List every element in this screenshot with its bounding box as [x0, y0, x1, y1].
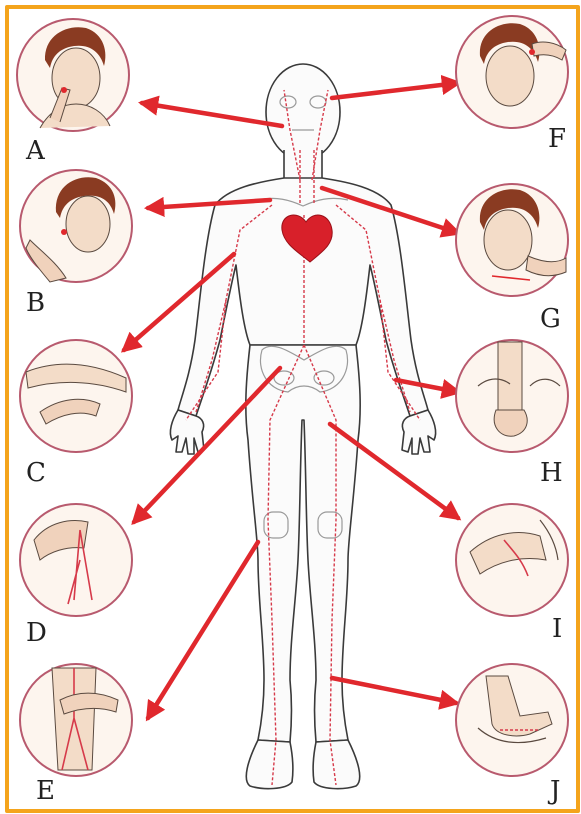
arrow-e — [148, 542, 258, 718]
label-e: E — [36, 778, 55, 804]
label-h: H — [540, 460, 563, 486]
vignette-a-facial-pulse — [17, 19, 129, 131]
label-f: F — [548, 126, 566, 152]
arrow-a — [142, 103, 282, 126]
label-j: J — [550, 778, 560, 804]
human-body-figure — [170, 64, 435, 789]
label-i: I — [552, 616, 562, 642]
vignette-i-dorsalis-pulse — [456, 504, 568, 616]
vignette-g-carotid-pulse — [456, 184, 568, 296]
vignette-d-femoral-pulse — [20, 504, 132, 616]
vignette-h-radial-pulse — [456, 340, 568, 452]
vignette-f-temporal-pulse — [456, 16, 568, 128]
arrow-f — [332, 83, 458, 98]
vignette-c-brachial-pulse — [20, 340, 132, 452]
label-g: G — [540, 306, 561, 332]
vignette-e-popliteal-pulse — [20, 664, 132, 776]
label-b: B — [26, 290, 45, 316]
vignette-j-posterior-tibial-pulse — [456, 664, 568, 776]
vignette-b-carotid-pulse — [20, 170, 132, 282]
label-a: A — [26, 138, 45, 164]
label-c: C — [26, 460, 46, 486]
arrow-j — [332, 678, 456, 703]
label-d: D — [26, 620, 47, 646]
